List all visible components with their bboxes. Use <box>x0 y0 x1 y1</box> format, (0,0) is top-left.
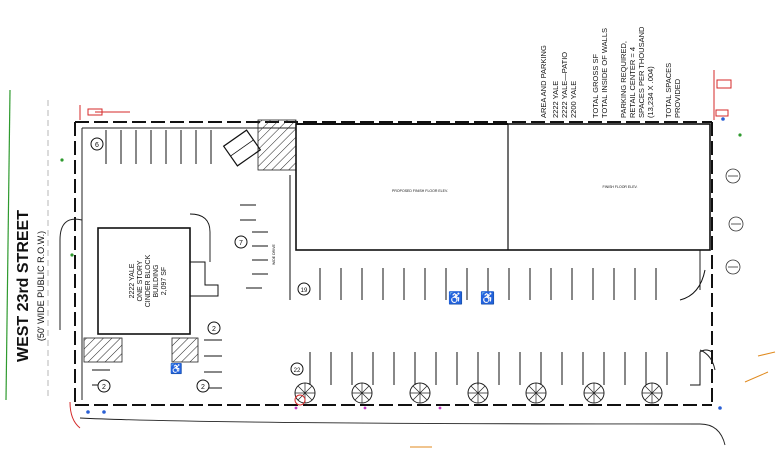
hatched-area-right <box>171 337 199 363</box>
note-line-5: TOTAL GROSS SF <box>591 54 600 118</box>
count-6-label: 6 <box>95 142 99 149</box>
count-6: 6 <box>90 137 104 151</box>
note-line-8: RETAIL CENTER = 4 <box>628 47 637 118</box>
light-poles <box>725 168 744 275</box>
hatched-area-left <box>83 337 123 363</box>
tree-row <box>294 382 663 404</box>
note-line-6: TOTAL INSIDE OF WALLS <box>600 28 609 118</box>
tree-icon <box>583 382 605 404</box>
building-label-line-4: BUILDING <box>153 264 160 297</box>
street-row-note: (50' WIDE PUBLIC R.O.W.) <box>36 231 46 341</box>
curb-curve-east <box>679 269 706 301</box>
note-line-2: 2222 YALE <box>551 81 560 118</box>
building-label-line-1: 2222 YALE <box>129 263 136 298</box>
magenta-markup <box>294 406 442 410</box>
parking-stripes-top <box>105 130 212 164</box>
proposed-building: PROPOSED FINISH FLOOR ELEV. FINISH FLOOR… <box>295 123 711 251</box>
wheelchair-icon: ♿ <box>170 362 182 375</box>
wheelchair-icon: ♿ <box>480 291 495 305</box>
tree-icon <box>351 382 373 404</box>
area-parking-notes: AREA AND PARKING 2222 YALE 2222 YALE—PAT… <box>539 26 682 118</box>
curb-end-south <box>690 349 713 386</box>
wheelchair-icon: ♿ <box>448 291 463 305</box>
building-label-line-2: ONE STORY <box>137 260 144 301</box>
count-2c-label: 2 <box>201 384 205 391</box>
note-line-9: SPACES PER THOUSAND <box>637 26 646 118</box>
hatched-area-top <box>257 119 297 171</box>
tree-icon <box>641 382 663 404</box>
street-name: WEST 23rd STREET <box>15 210 32 362</box>
note-line-3: 2222 YALE—PATIO <box>560 52 569 118</box>
note-line-11: TOTAL SPACES <box>664 63 673 118</box>
street-edge-south <box>79 417 726 446</box>
svg-text:PROPOSED FINISH FLOOR ELEV.: PROPOSED FINISH FLOOR ELEV. <box>392 189 448 193</box>
note-line-1: AREA AND PARKING <box>539 45 548 118</box>
count-19: 19 <box>297 282 311 296</box>
count-2a-label: 2 <box>212 326 216 333</box>
existing-building: 2222 YALE ONE STORY CINDER BLOCK BUILDIN… <box>97 213 219 335</box>
count-2b: 2 <box>97 379 111 393</box>
parking-stripes-center <box>240 204 268 289</box>
parking-stripes-bottom <box>309 352 668 385</box>
svg-text:WIDE DRIVE: WIDE DRIVE <box>272 244 276 265</box>
note-line-7: PARKING REQUIRED, <box>619 41 628 118</box>
green-markup <box>60 133 742 257</box>
building-label-line-3: CINDER BLOCK <box>145 254 152 307</box>
note-line-4: 2200 YALE <box>569 81 578 118</box>
orange-markup <box>410 351 776 448</box>
vegetation-line <box>5 89 11 401</box>
count-19-label: 19 <box>301 288 308 294</box>
parking-stripes-mid <box>319 268 657 300</box>
count-7: 7 <box>234 235 248 249</box>
count-22: 22 <box>290 362 304 376</box>
note-line-12: PROVIDED <box>673 78 682 118</box>
count-2c: 2 <box>196 379 210 393</box>
property-boundary <box>74 121 713 406</box>
count-2b-label: 2 <box>102 384 106 391</box>
dumpster-enclosure <box>222 129 262 167</box>
tree-icon <box>409 382 431 404</box>
building-label-line-5: 2,097 SF <box>161 267 168 295</box>
svg-text:FINISH FLOOR ELEV.: FINISH FLOOR ELEV. <box>602 185 637 189</box>
note-line-10: (13,234 X .004) <box>646 66 655 118</box>
count-7-label: 7 <box>239 240 243 247</box>
red-markup-tags <box>69 70 732 429</box>
tree-icon <box>467 382 489 404</box>
tree-icon <box>525 382 547 404</box>
count-2a: 2 <box>207 321 221 335</box>
count-22-label: 22 <box>294 368 301 374</box>
blue-markup <box>86 117 725 414</box>
